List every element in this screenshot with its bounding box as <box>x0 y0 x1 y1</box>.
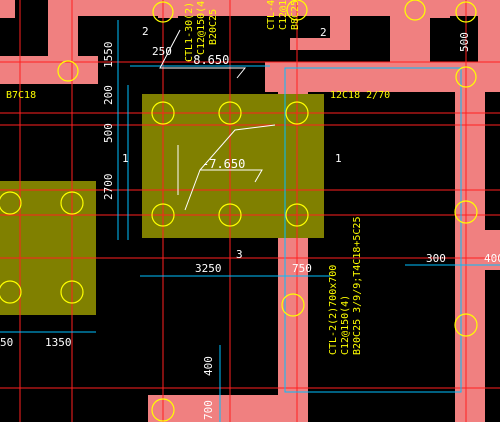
pile-circle <box>455 66 477 88</box>
pile-circle <box>455 1 477 23</box>
beam-top-right-vertical <box>330 0 350 48</box>
label-beam-ctl-top-c: B20C25 <box>208 9 219 45</box>
beam-right-top-vertical <box>478 0 500 70</box>
label-dim-400-right: 400 <box>484 252 500 265</box>
void-c <box>300 18 330 38</box>
void-b <box>352 18 390 56</box>
pile-circle <box>60 191 84 215</box>
label-dim-700-bottom: 700 <box>202 400 215 420</box>
pile-circle <box>152 1 174 23</box>
pile-circle <box>454 313 478 337</box>
label-dim-500-right: 500 <box>458 32 471 52</box>
pile-circle <box>60 280 84 304</box>
label-dim-3: 3 <box>236 248 243 261</box>
pile-circle <box>218 203 242 227</box>
label-dim-300: 300 <box>426 252 446 265</box>
leader-8650 <box>159 29 247 79</box>
label-beam-ctl2-bars: B20C25 3/9/9;T4C18+5C25 <box>352 217 363 355</box>
label-dim-200: 200 <box>102 85 115 105</box>
pile-circle <box>0 191 22 215</box>
beam-top-far-right-b <box>430 0 450 18</box>
label-dim-1350: 1350 <box>45 336 72 349</box>
leader-7650 <box>184 124 276 211</box>
pile-circle <box>57 60 79 82</box>
label-elev-7650: -7.650 <box>202 157 245 171</box>
label-beam-ctl-top-b: C12@150(4) <box>196 0 207 55</box>
dimension-lines <box>0 20 500 422</box>
pile-circle <box>218 101 242 125</box>
label-beam-ctl-top2-b: C12@1 <box>278 0 289 30</box>
label-dim-50: 50 <box>0 336 13 349</box>
pile-cap-layer <box>0 94 324 315</box>
beam-top-right-horizontal <box>290 38 350 50</box>
pile-circle <box>285 101 309 125</box>
label-rebar-12c18: 12C18 2/70 <box>330 90 390 101</box>
pile-circle <box>404 0 426 21</box>
pile-circle <box>286 0 308 21</box>
beam-top-far-right <box>390 0 430 70</box>
leader-lines <box>159 29 276 211</box>
label-rebar-b7c18: B7C18 <box>6 90 36 101</box>
label-dim-750: 750 <box>292 262 312 275</box>
label-dim-2700: 2700 <box>102 174 115 201</box>
label-dim-400-bottom: 400 <box>202 356 215 376</box>
label-elev-8650: -8.650 <box>186 53 229 67</box>
label-beam-ctl2-stir: C12@150(4) <box>340 295 351 355</box>
label-dim-1-left: 1 <box>122 152 129 165</box>
label-dim-250: 250 <box>152 45 172 58</box>
label-beam-ctl-top2-a: CTL-4( <box>266 0 277 30</box>
pile-circle <box>285 203 309 227</box>
pile-circle <box>281 293 305 317</box>
beam-right-vertical <box>455 62 485 422</box>
dim-box-right <box>284 67 462 393</box>
pile-cap-left <box>0 181 96 315</box>
label-dim-2-top-right: 2 <box>320 26 327 39</box>
beam-right-edge <box>485 230 500 270</box>
label-dim-500: 500 <box>102 123 115 143</box>
label-dim-1-right: 1 <box>335 152 342 165</box>
beam-top-left-a <box>0 0 15 18</box>
pile-circle <box>151 398 175 422</box>
label-dim-1550: 1550 <box>102 42 115 69</box>
pile-circle <box>0 280 22 304</box>
pile-circle <box>151 101 175 125</box>
label-beam-ctl-top-a: CTL1-30(2) <box>184 2 195 62</box>
pile-circles <box>0 0 478 422</box>
pile-circle <box>454 200 478 224</box>
label-dim-3250: 3250 <box>195 262 222 275</box>
pile-circle <box>151 203 175 227</box>
void-d <box>452 18 478 62</box>
beam-left-vertical <box>48 0 78 84</box>
leader-7650-b <box>200 169 263 183</box>
label-beam-ctl-top2-c: B8C25 <box>290 0 301 30</box>
label-dim-2-top: 2 <box>142 25 149 38</box>
label-beam-ctl2: CTL-2(2)700x700 <box>328 265 339 355</box>
